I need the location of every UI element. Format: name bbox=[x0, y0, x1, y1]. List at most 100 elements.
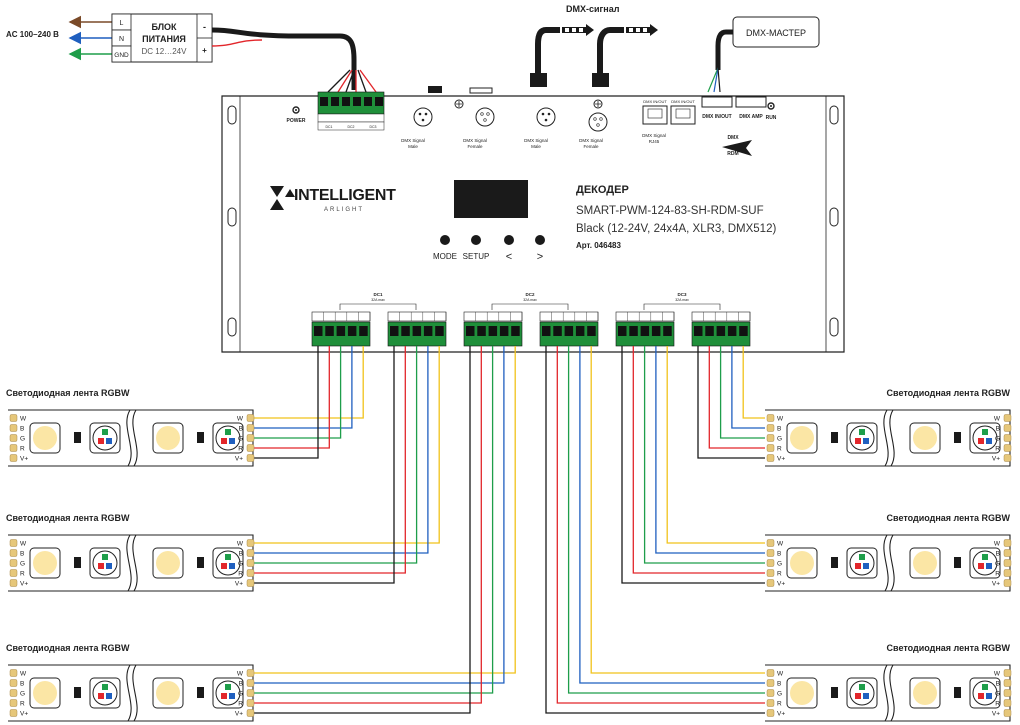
wire-right-3-R bbox=[556, 346, 765, 704]
led-strip-label: Светодиодная лента RGBW bbox=[887, 513, 1011, 523]
pin-label-R: R bbox=[238, 446, 243, 453]
wire-right-1-W bbox=[742, 346, 765, 419]
pin-label-R: R bbox=[20, 571, 25, 578]
solder-pad-B bbox=[766, 679, 775, 687]
wire-right-1-R bbox=[708, 346, 765, 449]
dmx-rdm-bottom: RDM bbox=[727, 151, 738, 157]
prev-button[interactable] bbox=[504, 235, 514, 245]
solder-pad-B bbox=[246, 549, 255, 557]
led-strip-label: Светодиодная лента RGBW bbox=[6, 643, 130, 653]
pin-label-V+: V+ bbox=[20, 456, 28, 463]
wire-left-2-V+ bbox=[253, 346, 395, 584]
wire-right-2-G bbox=[643, 346, 765, 564]
pin-label-R: R bbox=[238, 701, 243, 708]
wire-left-2-R bbox=[253, 346, 406, 574]
pin-label-G: G bbox=[238, 436, 243, 443]
led-strips: Светодиодная лента RGBWWBGRV+WBGRV+Свето… bbox=[6, 388, 1012, 722]
power-led-label: POWER bbox=[287, 118, 306, 124]
solder-pad-G bbox=[766, 559, 775, 567]
solder-pad-B bbox=[1003, 424, 1012, 432]
pin-label-B: B bbox=[777, 681, 781, 688]
pin-label-B: B bbox=[239, 681, 243, 688]
solder-pad-G bbox=[246, 434, 255, 442]
decoder-title: ДЕКОДЕР bbox=[576, 184, 629, 196]
pin-label-W: W bbox=[237, 671, 244, 678]
solder-pad-G bbox=[766, 689, 775, 697]
wire-right-1-G bbox=[719, 346, 765, 439]
mode-button[interactable] bbox=[440, 235, 450, 245]
decoder-model: SMART-PWM-124-83-SH-RDM-SUF bbox=[576, 205, 764, 217]
mode-button-label: MODE bbox=[433, 252, 457, 261]
solder-pad-W bbox=[9, 539, 18, 547]
terminal-gnd: GND bbox=[114, 52, 129, 59]
solder-pad-V+ bbox=[246, 454, 255, 462]
solder-pad-V+ bbox=[246, 579, 255, 587]
pin-label-W: W bbox=[777, 541, 784, 548]
pin-label-G: G bbox=[995, 691, 1000, 698]
connector-2-sub: Female bbox=[467, 144, 483, 149]
setup-button[interactable] bbox=[471, 235, 481, 245]
solder-pad-V+ bbox=[1003, 454, 1012, 462]
decoder: POWER DC1 DC2 DC3 bbox=[221, 86, 845, 353]
solder-pad-G bbox=[766, 434, 775, 442]
pin-label-W: W bbox=[994, 541, 1001, 548]
solder-pad-W bbox=[246, 414, 255, 422]
wire-left-1-W bbox=[253, 346, 364, 419]
dmx-master: DMX-МАСТЕР bbox=[707, 16, 820, 93]
pin-label-R: R bbox=[777, 701, 782, 708]
solder-pad-R bbox=[9, 569, 18, 577]
dmx-amp-label: DMX AMP bbox=[739, 114, 763, 120]
led-strip-label: Светодиодная лента RGBW bbox=[887, 388, 1011, 398]
pin-label-R: R bbox=[995, 446, 1000, 453]
output-terminal-block-5 bbox=[615, 311, 675, 347]
solder-pad-B bbox=[1003, 679, 1012, 687]
wire-right-1-B bbox=[731, 346, 765, 429]
pin-label-B: B bbox=[20, 551, 24, 558]
power-terminal-dc1: DC1 bbox=[325, 125, 332, 129]
pin-label-B: B bbox=[20, 426, 24, 433]
next-button[interactable] bbox=[535, 235, 545, 245]
pin-label-W: W bbox=[994, 416, 1001, 423]
dmx-rdm-top: DMX bbox=[727, 135, 739, 141]
pin-label-G: G bbox=[20, 691, 25, 698]
wire-left-1-V+ bbox=[253, 346, 319, 459]
pin-label-W: W bbox=[777, 416, 784, 423]
output-group-dc3-note: 32A max bbox=[675, 298, 689, 302]
terminal-n: N bbox=[119, 36, 124, 43]
power-supply-title-1: БЛОК bbox=[151, 22, 177, 32]
solder-pad-W bbox=[9, 414, 18, 422]
terminal-plus: + bbox=[202, 46, 207, 55]
solder-pad-V+ bbox=[1003, 579, 1012, 587]
solder-pad-G bbox=[246, 559, 255, 567]
pin-label-V+: V+ bbox=[20, 711, 28, 718]
pin-label-W: W bbox=[994, 671, 1001, 678]
connector-4-name: DMX Signal bbox=[579, 138, 603, 143]
solder-pad-W bbox=[1003, 414, 1012, 422]
pin-label-G: G bbox=[777, 561, 782, 568]
output-terminal-block-3 bbox=[463, 311, 523, 347]
intelligent-logo bbox=[270, 186, 295, 210]
run-led bbox=[767, 102, 775, 110]
pin-label-B: B bbox=[996, 551, 1000, 558]
pin-label-R: R bbox=[20, 446, 25, 453]
output-terminal-block-4 bbox=[539, 311, 599, 347]
pin-label-R: R bbox=[995, 701, 1000, 708]
pin-label-V+: V+ bbox=[235, 711, 243, 718]
dmx-signal-cables: DMX-сигнал bbox=[530, 4, 658, 87]
led-strip-label: Светодиодная лента RGBW bbox=[887, 643, 1011, 653]
solder-pad-V+ bbox=[9, 454, 18, 462]
power-led bbox=[292, 106, 300, 114]
solder-pad-R bbox=[246, 569, 255, 577]
connector-1-sub: Male bbox=[408, 144, 418, 149]
pin-label-W: W bbox=[777, 671, 784, 678]
solder-pad-B bbox=[246, 424, 255, 432]
connector-4-sub: Female bbox=[583, 144, 599, 149]
brand-sub: ARLIGHT bbox=[324, 207, 364, 213]
lcd-display bbox=[454, 180, 528, 218]
connector-3-sub: Male bbox=[531, 144, 541, 149]
solder-pad-V+ bbox=[766, 579, 775, 587]
solder-pad-W bbox=[766, 669, 775, 677]
solder-pad-B bbox=[766, 424, 775, 432]
